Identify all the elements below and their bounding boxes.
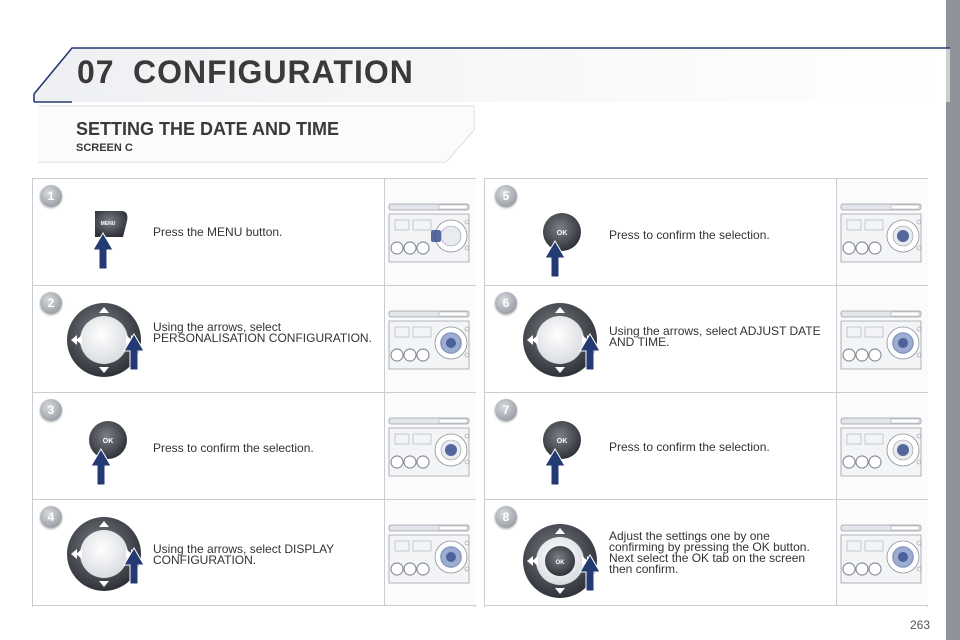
step-text: Press the MENU button.	[153, 225, 283, 239]
radio-unit-image	[836, 393, 928, 499]
step-text: Using the arrows, select DISPLAY CONFIGU…	[153, 542, 334, 567]
side-tab-bar	[946, 0, 960, 640]
radio-unit-image	[384, 393, 476, 499]
section-title: SETTING THE DATE AND TIME	[76, 119, 339, 139]
step-3: Press to confirm the selection.	[32, 392, 476, 499]
radio-unit-image	[836, 500, 928, 605]
radio-unit-image	[836, 286, 928, 392]
step-text: Adjust the settings one by one confirmin…	[609, 529, 810, 576]
step-text: Press to confirm the selection.	[609, 228, 770, 242]
chapter-title: CONFIGURATION	[133, 54, 414, 90]
radio-unit-image	[836, 179, 928, 285]
step-number-badge: 7	[495, 399, 517, 421]
header-decoration	[33, 47, 950, 163]
step-number-badge: 3	[40, 399, 62, 421]
step-number-badge: 8	[495, 506, 517, 528]
step-number-badge: 5	[495, 185, 517, 207]
radio-unit-image	[384, 179, 476, 285]
step-5: Press to confirm the selection.	[484, 178, 928, 285]
step-6: Using the arrows, select ADJUST DATE AND…	[484, 285, 928, 392]
step-8: Adjust the settings one by one confirmin…	[484, 499, 928, 606]
step-text: Using the arrows, select ADJUST DATE AND…	[609, 324, 821, 349]
step-text: Press to confirm the selection.	[153, 441, 314, 455]
step-number-badge: 6	[495, 292, 517, 314]
step-text: Press to confirm the selection.	[609, 440, 770, 454]
step-number-badge: 4	[40, 506, 62, 528]
radio-unit-image	[384, 286, 476, 392]
step-4: Using the arrows, select DISPLAY CONFIGU…	[32, 499, 476, 606]
step-text: Using the arrows, select PERSONALISATION…	[153, 320, 372, 345]
step-number-badge: 2	[40, 292, 62, 314]
step-number-badge: 1	[40, 185, 62, 207]
step-1: Press the MENU button.	[32, 178, 476, 285]
radio-unit-image	[384, 500, 476, 605]
page-number: 263	[909, 618, 930, 632]
chapter-number: 07	[77, 54, 115, 90]
step-2: Using the arrows, select PERSONALISATION…	[32, 285, 476, 392]
step-7: Press to confirm the selection.	[484, 392, 928, 499]
section-subtitle: SCREEN C	[76, 142, 133, 154]
